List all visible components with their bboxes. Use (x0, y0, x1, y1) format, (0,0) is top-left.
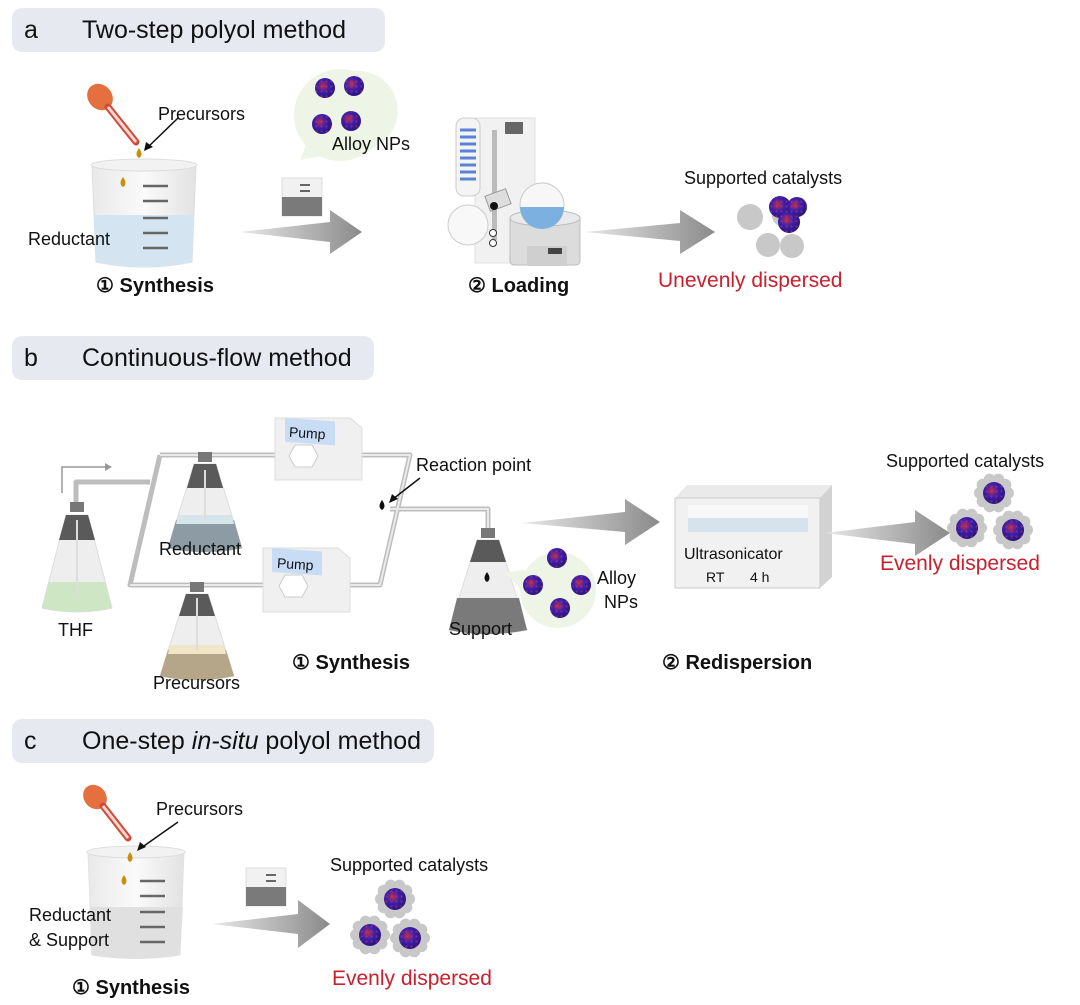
panel-c-header: c One-step in-situ polyol method (12, 719, 434, 763)
step-synthesis-b: ① Synthesis (292, 652, 410, 674)
rotary-evaporator-icon (447, 117, 581, 266)
drop-icon (121, 875, 127, 885)
step-redispersion-b: ② Redispersion (662, 652, 813, 674)
panel-a-letter: a (24, 15, 38, 44)
panel-a-title: Two-step polyol method (82, 15, 347, 44)
step-synthesis-c: ① Synthesis (72, 977, 190, 999)
label-time: 4 h (750, 569, 770, 585)
beaker-icon-c (86, 845, 186, 959)
label-reaction-point: Reaction point (416, 455, 532, 475)
label-thf: THF (58, 620, 93, 640)
flow-arrow (61, 466, 105, 493)
pump-label-top: Pump (288, 423, 327, 443)
process-arrow (825, 510, 950, 556)
process-arrow (212, 900, 330, 948)
label-reductant-a: Reductant (28, 229, 111, 249)
panel-a-header: a Two-step polyol method (12, 8, 385, 52)
label-supported-b: Supported catalysts (886, 451, 1045, 471)
flask-icon-precursors (159, 582, 235, 681)
label-reductant-c: Reductant (29, 905, 112, 925)
label-reductant-b: Reductant (159, 539, 242, 559)
label-precursors-c: Precursors (156, 799, 244, 819)
process-arrow (240, 210, 362, 254)
beaker-icon-a (90, 148, 198, 268)
pipette-icon-a (87, 83, 140, 146)
panel-b-letter: b (24, 343, 38, 372)
flask-icon-support (448, 528, 528, 635)
step-synthesis-a: ① Synthesis (96, 275, 214, 297)
uneven-catalyst-cluster (737, 196, 807, 258)
pump-device-top (274, 417, 363, 481)
label-support-c: & Support (29, 930, 110, 950)
panel-b-header: b Continuous-flow method (12, 336, 374, 380)
process-arrow (522, 499, 660, 545)
drop-icon (120, 177, 126, 187)
panel-b-title: Continuous-flow method (82, 343, 352, 372)
flask-icon-thf (41, 502, 113, 613)
label-rt: RT (706, 569, 725, 585)
result-even-b: Evenly dispersed (880, 552, 1040, 575)
label-alloy-nps-a: Alloy NPs (332, 134, 411, 154)
label-precursors-b: Precursors (153, 673, 241, 693)
label-precursors-a: Precursors (158, 104, 246, 124)
flask-icon-reductant (167, 452, 243, 553)
pointer-arrow (146, 117, 179, 149)
label-ultrasonicator: Ultrasonicator (684, 546, 783, 563)
pump-device-bottom (262, 547, 351, 613)
ultrasonicator-icon (674, 485, 832, 589)
pipette-icon-c (83, 784, 132, 842)
panel-c-title: One-step in-situ polyol method (82, 726, 422, 755)
label-alloy: Alloy (597, 568, 637, 588)
reaction-drop-icon (379, 500, 385, 510)
result-uneven-a: Unevenly dispersed (658, 269, 843, 292)
drop-icon (127, 852, 133, 862)
label-supported-a: Supported catalysts (684, 168, 843, 188)
drop-icon (136, 148, 142, 158)
alloy-np-bubble-b (520, 552, 596, 628)
result-even-c: Evenly dispersed (332, 967, 492, 990)
label-supported-c: Supported catalysts (330, 855, 489, 875)
process-arrow (585, 210, 715, 254)
small-beaker-icon-c (245, 867, 287, 907)
pump-label-bottom: Pump (276, 554, 315, 574)
label-nps: NPs (604, 592, 639, 612)
small-beaker-icon-a (281, 177, 323, 217)
label-support-b: Support (449, 619, 513, 639)
panel-c-letter: c (24, 726, 37, 755)
step-loading-a: ② Loading (468, 275, 570, 297)
